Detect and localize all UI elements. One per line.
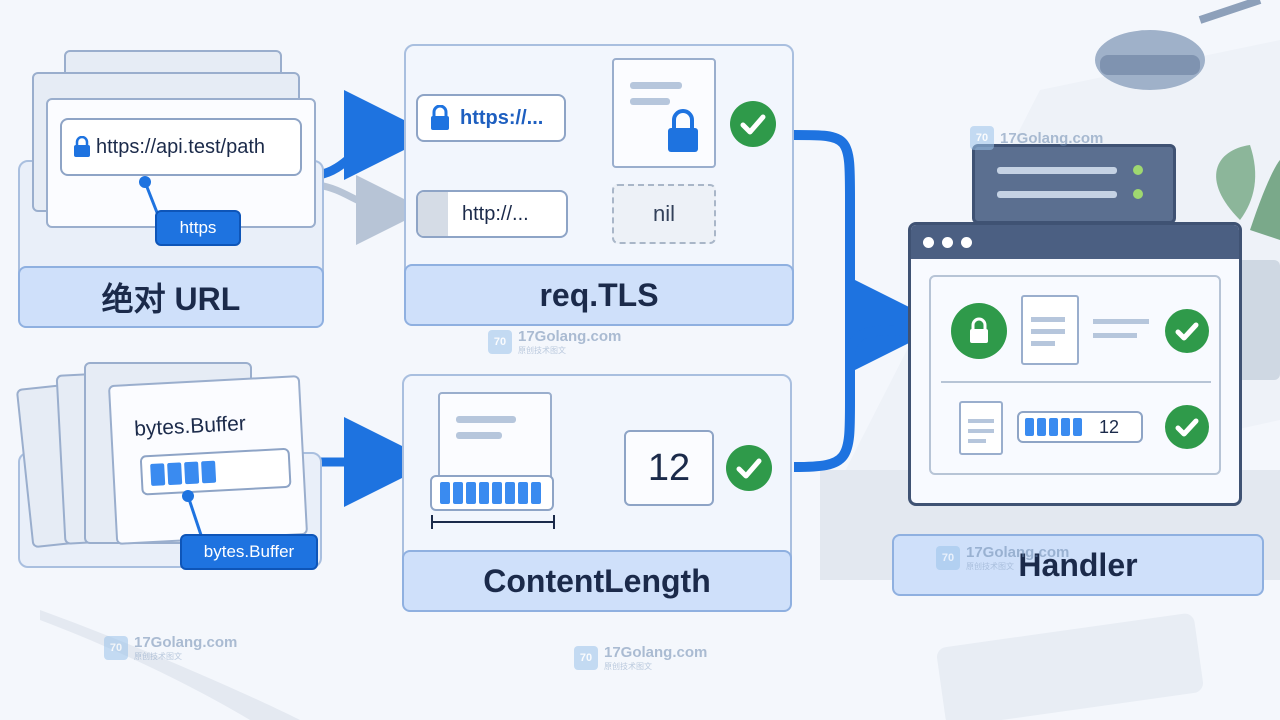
clipboard-decoration [936, 613, 1204, 720]
handler-content: 12 [929, 275, 1221, 475]
https-url-box: https://... [416, 94, 566, 142]
body-document [438, 392, 552, 488]
desk-lamp-icon [1095, 0, 1262, 90]
url-card: https://api.test/path [46, 98, 316, 228]
bytes-buffer-title: bytes.Buffer [133, 411, 247, 441]
body-bytes-bar [430, 475, 554, 511]
window-titlebar [911, 225, 1239, 259]
contentlength-check-icon [726, 445, 772, 491]
locked-document-icon [630, 82, 698, 152]
bytes-buffer-tag: bytes.Buffer [180, 534, 318, 570]
buffer-callout-line [182, 490, 204, 539]
server-icon [972, 144, 1176, 224]
absolute-url-label: 绝对 URL [18, 266, 324, 328]
tls-check-icon [730, 101, 776, 147]
contentlength-value: 12 [624, 430, 714, 506]
http-url-box: http://... [416, 190, 568, 238]
document-icon [456, 416, 516, 439]
nil-result: nil [612, 184, 716, 244]
tls-document [612, 58, 716, 168]
handler-body-icon [959, 401, 1003, 455]
lock-icon [74, 136, 90, 157]
lock-icon [431, 105, 449, 130]
req-tls-label: req.TLS [404, 264, 794, 326]
handler-divider [941, 381, 1211, 383]
length-measure-icon [431, 515, 555, 529]
req-tls-panel: req.TLS [404, 44, 794, 326]
url-callout-line [139, 176, 160, 216]
handler-length-bar: 12 [1017, 411, 1143, 443]
pen-decoration [40, 610, 300, 720]
http-url-text: http://... [462, 202, 529, 225]
handler-length-check-icon [1165, 405, 1209, 449]
contentlength-label: ContentLength [402, 550, 792, 612]
handler-tls-check-icon [1165, 309, 1209, 353]
tls-lock-icon [951, 303, 1007, 359]
url-text: https://api.test/path [96, 135, 265, 158]
https-url-text: https://... [460, 106, 544, 129]
handler-document-icon [1021, 295, 1079, 365]
handler-window: 12 [908, 222, 1242, 506]
buffer-bytes-bar [139, 447, 292, 496]
handler-length-value: 12 [1099, 416, 1120, 437]
https-tag: https [155, 210, 241, 246]
http-gray-icon [418, 192, 448, 236]
url-input-box: https://api.test/path [60, 118, 302, 176]
